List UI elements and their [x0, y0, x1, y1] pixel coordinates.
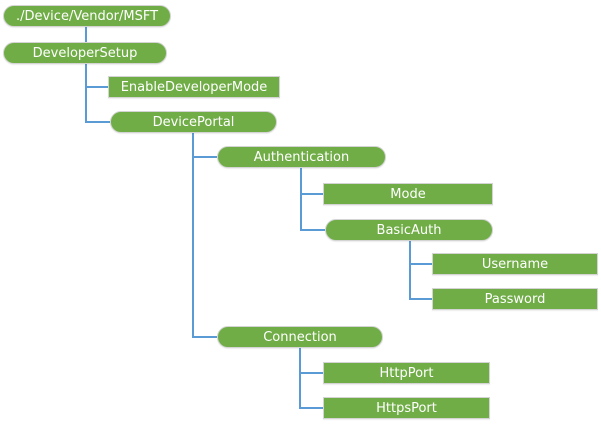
connector-segment: [300, 193, 323, 195]
connector-segment: [409, 263, 432, 265]
connector-segment: [85, 86, 108, 88]
connector-segment: [192, 156, 217, 158]
tree-node-basic-auth: BasicAuth: [325, 219, 493, 241]
tree-node-device-portal: DevicePortal: [110, 111, 277, 133]
connector-segment: [300, 229, 325, 231]
connector-segment: [192, 133, 194, 338]
tree-node-developer-setup: DeveloperSetup: [3, 42, 167, 64]
connector-segment: [85, 121, 110, 123]
connector-segment: [192, 336, 217, 338]
connector-segment: [300, 167, 302, 231]
tree-node-mode: Mode: [323, 183, 493, 205]
tree-node-http-port: HttpPort: [323, 362, 490, 384]
tree-node-https-port: HttpsPort: [323, 397, 490, 419]
connector-segment: [299, 372, 323, 374]
connector-segment: [409, 241, 411, 300]
tree-node-authentication: Authentication: [217, 146, 386, 168]
connector-segment: [85, 64, 87, 123]
tree-node-root: ./Device/Vendor/MSFT: [3, 5, 171, 27]
connector-segment: [299, 348, 301, 409]
tree-node-username: Username: [432, 253, 598, 275]
connector-segment: [85, 27, 87, 42]
connector-segment: [409, 298, 433, 300]
tree-node-connection: Connection: [217, 326, 383, 348]
connector-segment: [299, 407, 323, 409]
tree-node-password: Password: [432, 288, 598, 310]
tree-node-enable-developer-mode: EnableDeveloperMode: [108, 76, 280, 98]
